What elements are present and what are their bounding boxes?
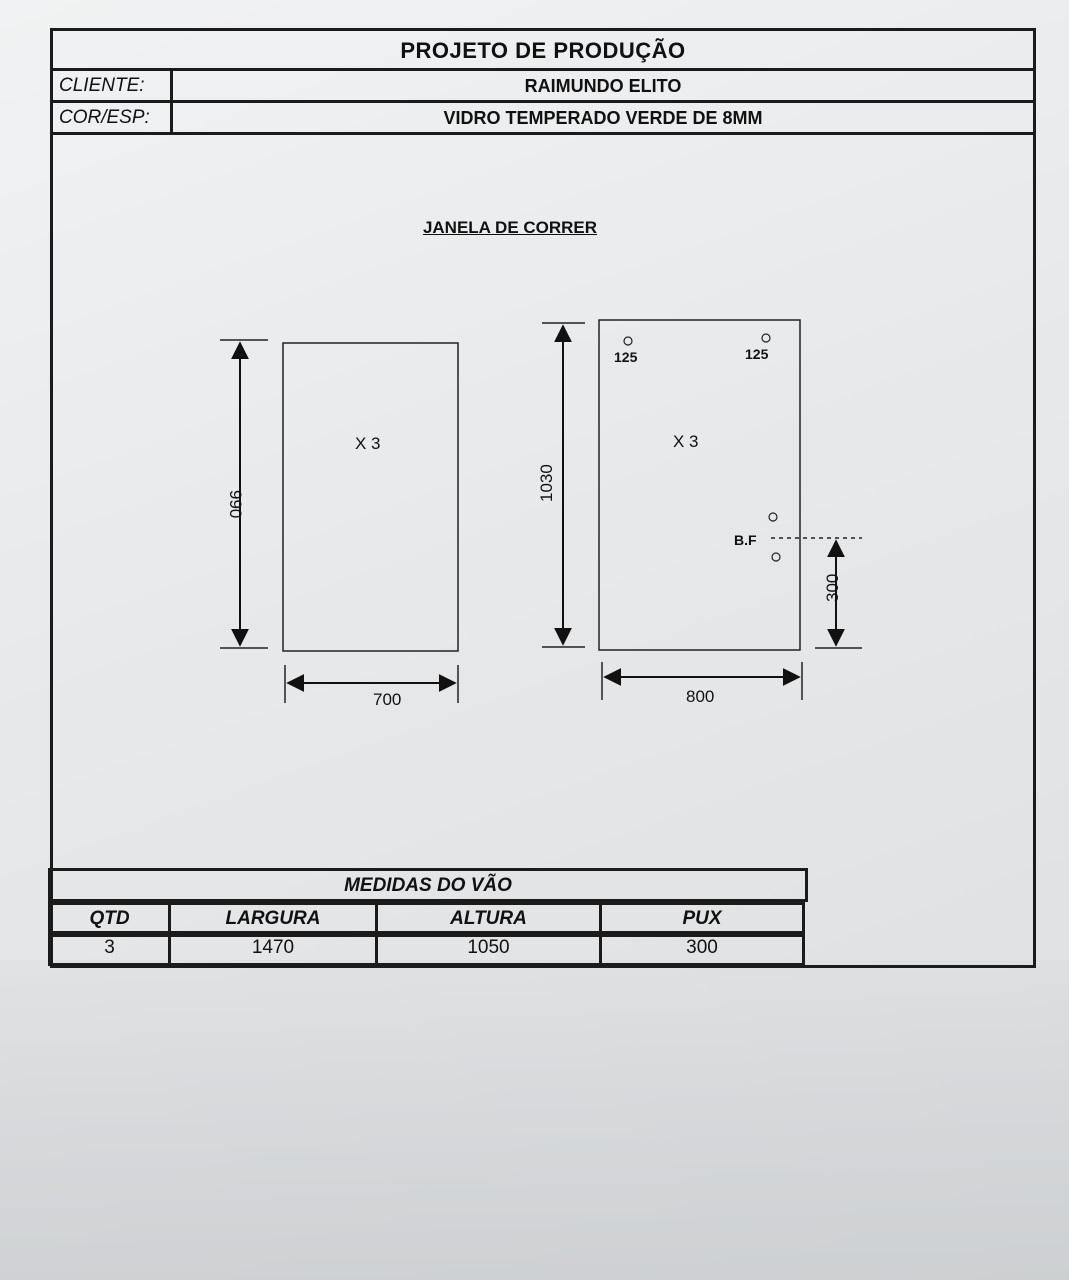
cell-qtd: 3 — [48, 931, 171, 966]
production-sheet: PROJETO DE PRODUÇÃO CLIENTE: RAIMUNDO EL… — [50, 28, 1036, 968]
cell-largura: 1470 — [168, 931, 378, 966]
paper-background — [0, 960, 1069, 1280]
lock-hole-top-icon — [768, 512, 778, 522]
client-label: CLIENTE: — [53, 71, 173, 100]
table-header-row: QTD LARGURA ALTURA PUX — [48, 902, 808, 937]
table-row: 3 1470 1050 300 — [48, 931, 808, 966]
header-pux: PUX — [599, 902, 805, 937]
sliding-panel-quantity: X 3 — [673, 432, 699, 451]
fixed-width-label: 700 — [373, 690, 401, 709]
cell-pux: 300 — [599, 931, 805, 966]
fixed-panel — [282, 342, 459, 652]
sliding-height-label: 1030 — [537, 464, 556, 502]
color-value: VIDRO TEMPERADO VERDE DE 8MM — [443, 108, 763, 128]
sliding-width-label: 800 — [686, 687, 714, 706]
client-value: RAIMUNDO ELITO — [524, 76, 682, 96]
cell-altura: 1050 — [375, 931, 602, 966]
lock-label: B.F — [734, 532, 757, 548]
color-row: COR/ESP: VIDRO TEMPERADO VERDE DE 8MM — [53, 103, 1033, 135]
sliding-panel — [598, 319, 801, 651]
hole-right-icon — [761, 333, 771, 343]
table-caption: MEDIDAS DO VÃO — [48, 868, 808, 902]
hole-left-icon — [623, 336, 633, 346]
fixed-height-label: 990 — [226, 490, 245, 518]
hole-left-label: 125 — [614, 349, 638, 365]
sheet-title: PROJETO DE PRODUÇÃO — [53, 31, 1033, 71]
drawing-title: JANELA DE CORRER — [422, 218, 598, 237]
color-label: COR/ESP: — [53, 103, 173, 132]
client-row: CLIENTE: RAIMUNDO ELITO — [53, 71, 1033, 103]
hole-right-label: 125 — [745, 346, 769, 362]
fixed-panel-quantity: X 3 — [355, 434, 381, 453]
lock-hole-bottom-icon — [771, 552, 781, 562]
lock-height-label: 300 — [823, 574, 842, 602]
